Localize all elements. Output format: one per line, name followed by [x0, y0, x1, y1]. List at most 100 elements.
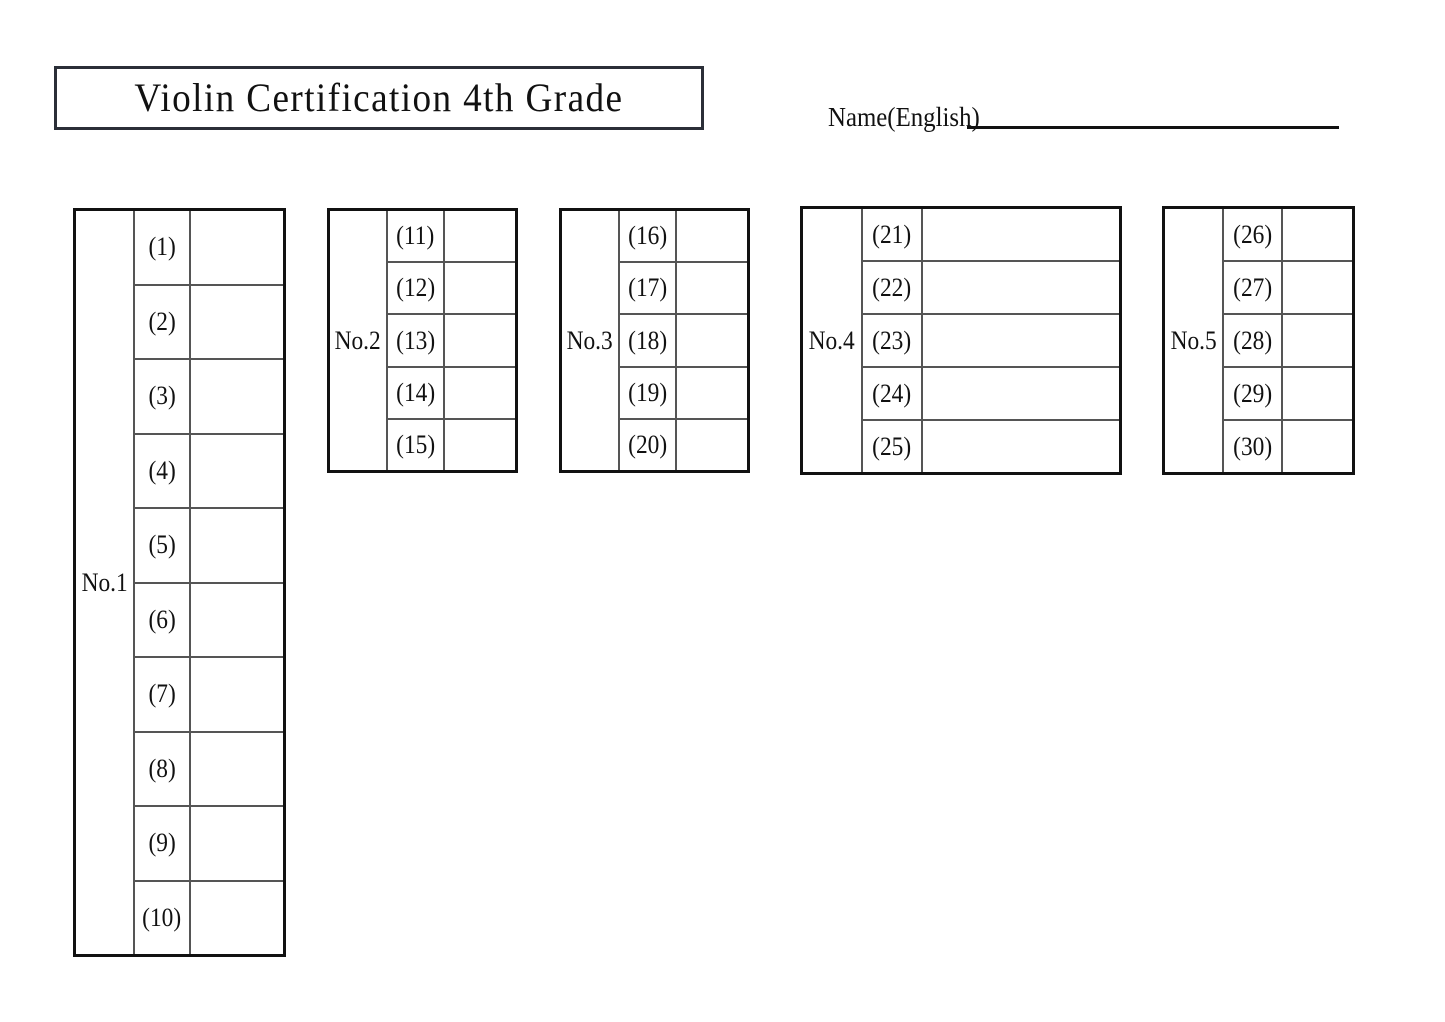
answer-cell[interactable] — [191, 658, 283, 731]
question-number: (13) — [395, 325, 435, 355]
question-number: (21) — [872, 219, 912, 249]
question-number: (8) — [148, 753, 176, 783]
question-number: (1) — [148, 232, 176, 262]
answer-cell[interactable] — [923, 315, 1119, 366]
answer-cell[interactable] — [191, 733, 283, 806]
question-number: (18) — [627, 325, 667, 355]
rows-area-no5: (26) (27) (28) (29) (30) — [1224, 209, 1352, 472]
answer-cell[interactable] — [1283, 262, 1352, 313]
question-number-cell: (13) — [388, 315, 445, 366]
page-title: Violin Certification 4th Grade — [134, 75, 624, 120]
question-number-cell: (1) — [135, 211, 191, 284]
answer-table-no4: No.4 (21) (22) (23) (24) (25) — [800, 206, 1122, 475]
answer-table-no5: No.5 (26) (27) (28) (29) (30) — [1162, 206, 1355, 475]
section-label-cell-no5: No.5 — [1165, 209, 1224, 472]
answer-cell[interactable] — [445, 368, 515, 418]
answer-cell[interactable] — [1283, 368, 1352, 419]
section-label-cell-no3: No.3 — [562, 211, 620, 470]
question-number-cell: (5) — [135, 509, 191, 582]
table-row: (19) — [620, 367, 747, 420]
answer-cell[interactable] — [191, 211, 283, 284]
answer-cell[interactable] — [923, 262, 1119, 313]
section-label-cell-no1: No.1 — [76, 211, 135, 954]
table-row: (20) — [620, 419, 747, 471]
table-row: (2) — [135, 285, 283, 360]
table-row: (15) — [388, 419, 515, 471]
question-number: (23) — [872, 325, 912, 355]
question-number-cell: (14) — [388, 367, 445, 418]
question-number-cell: (28) — [1224, 315, 1283, 366]
table-row: (28) — [1224, 315, 1352, 368]
section-label-no3: No.3 — [566, 325, 614, 355]
worksheet-header: Violin Certification 4th Grade Name(Engl… — [0, 0, 1445, 190]
answer-cell[interactable] — [191, 807, 283, 880]
rows-area-no2: (11) (12) (13) (14) (15) — [388, 211, 515, 471]
table-row: (13) — [388, 315, 515, 368]
answer-cell[interactable] — [923, 421, 1119, 472]
question-number: (27) — [1232, 272, 1272, 302]
question-number: (6) — [148, 604, 176, 634]
question-number-cell: (7) — [135, 658, 191, 731]
answer-cell[interactable] — [445, 315, 515, 365]
question-number-cell: (17) — [620, 263, 677, 314]
question-number: (20) — [627, 429, 667, 459]
answer-cell[interactable] — [1283, 421, 1352, 472]
rows-area-no1: (1) (2) (3) (4) (5) (6) (7) (8) — [135, 211, 283, 954]
question-number-cell: (24) — [863, 368, 923, 419]
question-number-cell: (19) — [620, 367, 677, 418]
answer-cell[interactable] — [445, 263, 515, 313]
section-label-no4: No.4 — [808, 325, 856, 355]
table-row: (18) — [620, 315, 747, 368]
question-number: (10) — [142, 902, 182, 932]
name-input-blank[interactable] — [966, 126, 1339, 129]
question-number-cell: (21) — [863, 209, 923, 260]
answer-cell[interactable] — [923, 368, 1119, 419]
answer-cell[interactable] — [445, 211, 515, 261]
answer-table-no2: No.2 (11) (12) (13) (14) (15) — [327, 208, 518, 473]
answer-cell[interactable] — [191, 882, 283, 955]
table-row: (21) — [863, 209, 1119, 262]
name-label: Name(English) — [828, 102, 980, 132]
answer-cell[interactable] — [1283, 209, 1352, 260]
answer-cell[interactable] — [1283, 315, 1352, 366]
table-row: (6) — [135, 583, 283, 658]
answer-cell[interactable] — [677, 368, 747, 418]
answer-cell[interactable] — [677, 315, 747, 365]
question-number: (29) — [1232, 378, 1272, 408]
answer-cell[interactable] — [191, 286, 283, 359]
answer-cell[interactable] — [445, 420, 515, 470]
answer-cell[interactable] — [191, 435, 283, 508]
rows-area-no3: (16) (17) (18) (19) (20) — [620, 211, 747, 471]
answer-cell[interactable] — [191, 360, 283, 433]
question-number: (24) — [872, 378, 912, 408]
question-number-cell: (4) — [135, 434, 191, 507]
question-number-cell: (11) — [388, 211, 445, 262]
question-number: (11) — [396, 221, 435, 251]
question-number-cell: (16) — [620, 211, 677, 262]
table-row: (26) — [1224, 209, 1352, 262]
answer-cell[interactable] — [191, 509, 283, 582]
question-number: (9) — [148, 828, 176, 858]
answer-cell[interactable] — [923, 209, 1119, 260]
question-number-cell: (8) — [135, 732, 191, 805]
section-label-no5: No.5 — [1170, 325, 1217, 355]
answer-cell[interactable] — [677, 263, 747, 313]
table-row: (14) — [388, 367, 515, 420]
question-number: (25) — [872, 431, 912, 461]
table-row: (1) — [135, 211, 283, 286]
question-number-cell: (10) — [135, 881, 191, 954]
section-label-cell-no2: No.2 — [330, 211, 388, 470]
answer-table-no3: No.3 (16) (17) (18) (19) (20) — [559, 208, 750, 473]
rows-area-no4: (21) (22) (23) (24) (25) — [863, 209, 1119, 472]
table-row: (7) — [135, 658, 283, 733]
answer-cell[interactable] — [191, 584, 283, 657]
question-number: (22) — [872, 272, 912, 302]
question-number: (5) — [148, 530, 176, 560]
answer-cell[interactable] — [677, 420, 747, 470]
answer-cell[interactable] — [677, 211, 747, 261]
question-number-cell: (15) — [388, 419, 445, 471]
question-number-cell: (20) — [620, 419, 677, 471]
section-label-no1: No.1 — [81, 567, 128, 597]
name-field: Name(English) — [828, 104, 1339, 131]
table-row: (9) — [135, 807, 283, 882]
